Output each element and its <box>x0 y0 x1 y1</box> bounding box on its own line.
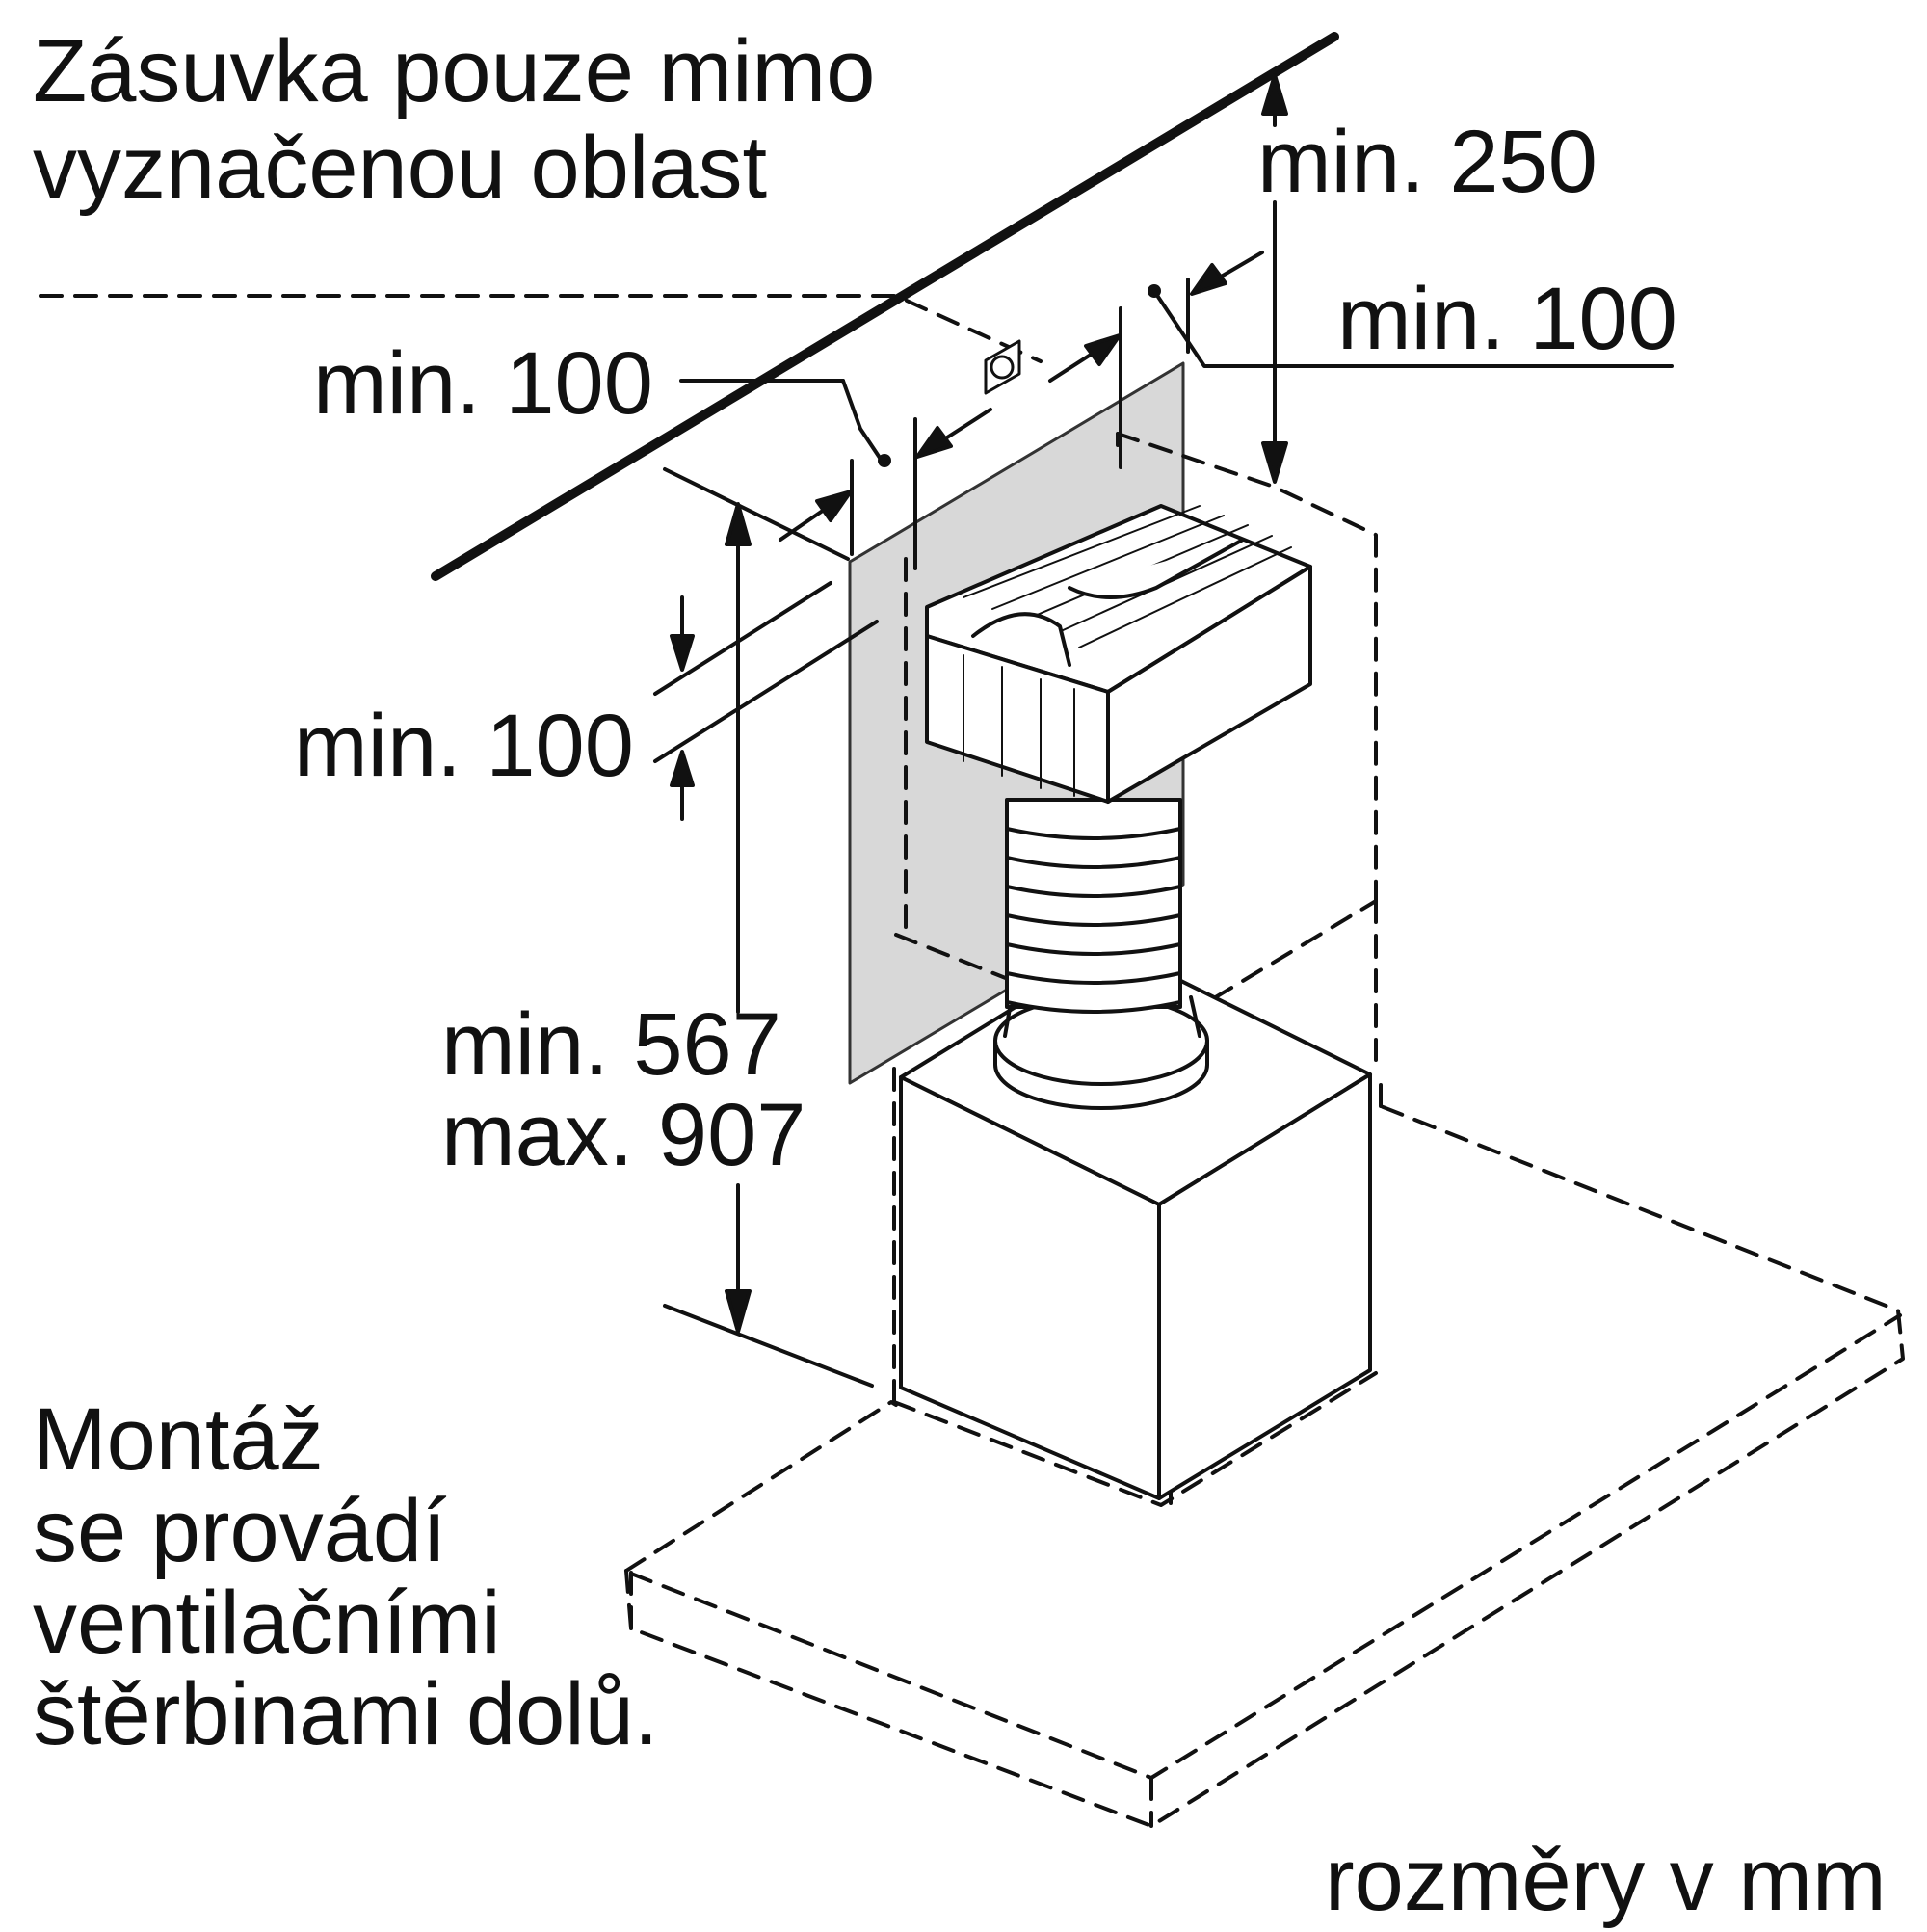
socket-note-line-2: vyznačenou oblast <box>33 119 768 217</box>
left-clearance-label: min. 100 <box>313 334 653 433</box>
mount-note-line-4: štěrbinami dolů. <box>33 1665 659 1763</box>
height-label: min. 567 max. 907 <box>441 1000 805 1179</box>
socket-note-line-1: Zásuvka pouze mimo <box>33 22 876 120</box>
canopy-outline <box>624 1058 1905 1828</box>
side-dimension <box>653 581 879 821</box>
ceiling-line <box>431 32 1339 581</box>
height-min-label: min. 567 <box>441 995 781 1094</box>
mount-note-line-1: Montáž <box>33 1390 324 1489</box>
height-max-label: max. 907 <box>441 1086 806 1184</box>
height-dimension <box>663 467 874 1388</box>
mount-note-line-2: se provádí <box>33 1482 447 1580</box>
mount-note: Montáž se provádí ventilačními štěrbinam… <box>33 1395 658 1759</box>
top-clearance-dimension <box>1261 73 1288 484</box>
flexible-duct <box>1005 798 1182 1014</box>
right-clearance-label: min. 100 <box>1337 270 1677 368</box>
side-clearance-label: min. 100 <box>294 697 634 795</box>
mount-note-line-3: ventilačními <box>33 1574 501 1672</box>
filter-unit <box>925 504 1312 804</box>
duct-collar <box>993 995 1209 1110</box>
socket-note: Zásuvka pouze mimo vyznačenou oblast <box>33 27 875 212</box>
top-clearance-label: min. 250 <box>1257 113 1597 211</box>
dashed-reference-line <box>39 294 1043 363</box>
left-clearance-dimension <box>679 306 1122 570</box>
right-clearance-dimension <box>1148 251 1674 368</box>
socket-icon <box>984 339 1021 395</box>
units-note: rozměry v mm <box>1325 1831 1887 1929</box>
